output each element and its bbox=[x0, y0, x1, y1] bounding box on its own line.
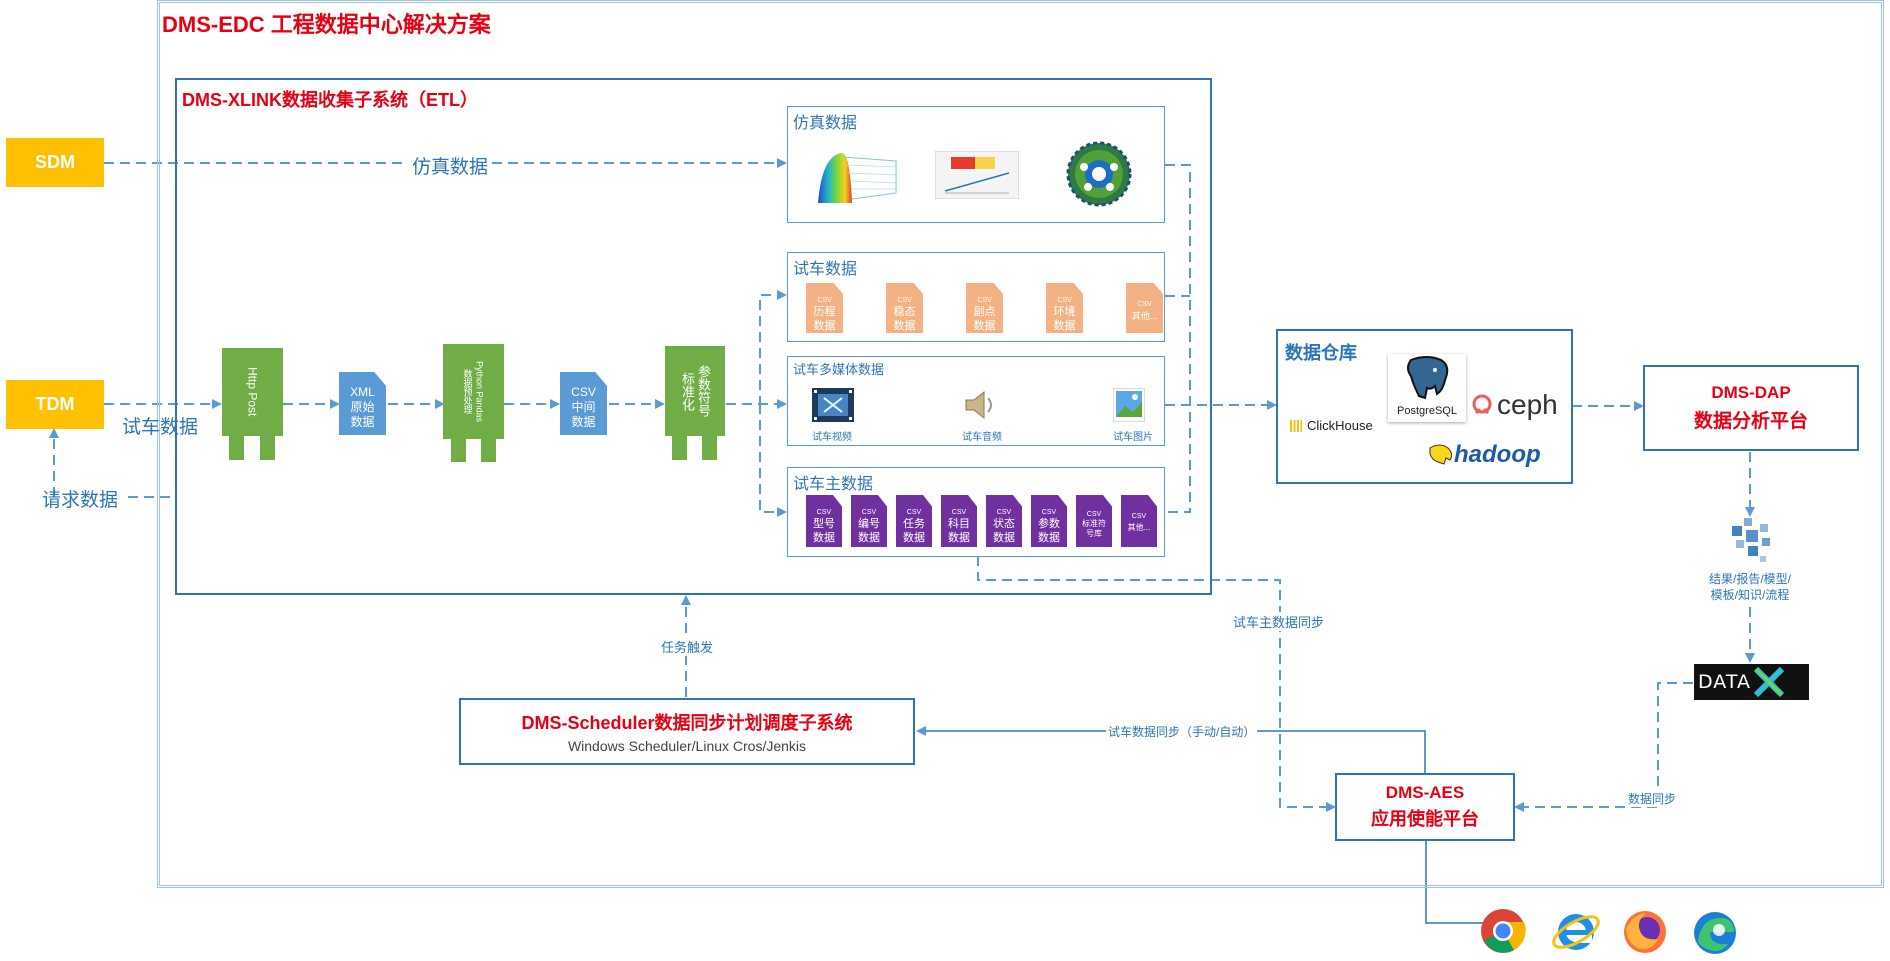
hadoop-logo: hadoop bbox=[1426, 443, 1541, 467]
simulation-plot-image bbox=[818, 153, 897, 203]
ceph-logo: ceph bbox=[1470, 391, 1558, 419]
ceph-icon bbox=[1472, 394, 1492, 415]
video-file-icon bbox=[812, 388, 854, 422]
edc-outer-frame bbox=[157, 0, 1884, 888]
sim-panel-title: 仿真数据 bbox=[793, 115, 858, 132]
pandas-block[interactable]: Python Pandas 数据预处理 bbox=[443, 344, 504, 462]
data-warehouse-box[interactable]: 数据仓库 ClickHouse PostgreSQL ceph hadoop bbox=[1276, 329, 1573, 484]
clickhouse-bars-icon bbox=[1290, 419, 1302, 432]
ie-browser-icon[interactable] bbox=[1550, 906, 1602, 956]
request-label: 请求数据 bbox=[42, 490, 119, 511]
test-sync-label: 试车数据同步（手动/自动） bbox=[1106, 723, 1258, 740]
postgresql-logo: PostgreSQL bbox=[1388, 354, 1466, 422]
simulation-chart-image bbox=[935, 151, 1019, 199]
xml-line-1: XML bbox=[350, 385, 375, 399]
datax-logo: DATA bbox=[1694, 664, 1809, 700]
master-sync-label: 试车主数据同步 bbox=[1233, 612, 1325, 631]
master-panel-title: 试车主数据 bbox=[793, 476, 874, 493]
main-title: DMS-EDC 工程数据中心解决方案 bbox=[162, 12, 491, 37]
aes-subtitle: 应用使能平台 bbox=[1371, 809, 1479, 829]
xml-line-3: 数据 bbox=[350, 415, 375, 429]
clickhouse-label: ClickHouse bbox=[1307, 418, 1373, 433]
firefox-browser-icon[interactable] bbox=[1622, 909, 1668, 955]
elephant-icon bbox=[1407, 356, 1449, 400]
standardize-line-2: 标准化 bbox=[680, 371, 695, 411]
test-panel-title: 试车数据 bbox=[793, 261, 858, 278]
sdm-source[interactable]: SDM bbox=[6, 138, 104, 187]
sim-data-panel: 仿真数据 bbox=[787, 106, 1165, 223]
results-label: 结果/报告/模型/ 模板/知识/流程 bbox=[1688, 571, 1812, 603]
standardize-block[interactable]: 参数符号 标准化 bbox=[665, 346, 725, 460]
hadoop-elephant-icon bbox=[1429, 444, 1453, 465]
test-doc-history[interactable]: CSV 历程数据 bbox=[806, 283, 843, 333]
media-data-panel: 试车多媒体数据 试车视频 试车音频 试车图片 bbox=[787, 356, 1165, 446]
tdm-label: TDM bbox=[35, 394, 75, 414]
results-line-2: 模板/知识/流程 bbox=[1710, 588, 1790, 602]
datax-label: DATA bbox=[1698, 671, 1751, 693]
xml-line-2: 原始 bbox=[350, 400, 375, 414]
csv-line-2: 中间 bbox=[571, 400, 596, 414]
task-trigger-label: 任务触发 bbox=[661, 637, 714, 656]
pandas-line-2: 数据预处理 bbox=[462, 368, 473, 414]
test-doc-steady[interactable]: CSV 稳态数据 bbox=[886, 283, 923, 333]
image-file-icon bbox=[1113, 388, 1145, 422]
image-label: 试车图片 bbox=[1113, 432, 1153, 443]
results-mosaic-icon bbox=[1732, 518, 1770, 562]
pandas-line-1: Python Pandas bbox=[474, 360, 485, 423]
dap-subtitle: 数据分析平台 bbox=[1693, 411, 1808, 432]
scheduler-subtitle: Windows Scheduler/Linux Cros/Jenkis bbox=[567, 738, 807, 754]
edge-browser-icon[interactable] bbox=[1692, 910, 1738, 956]
test-data-panel: 试车数据 CSV 历程数据 CSV 稳态数据 CSV 副点数据 CSV 环境数据… bbox=[787, 252, 1165, 342]
dap-title: DMS-DAP bbox=[1711, 383, 1791, 402]
csv-line-3: 数据 bbox=[571, 415, 596, 429]
test-doc-environment[interactable]: CSV 环境数据 bbox=[1046, 283, 1083, 333]
test-doc-other[interactable]: CSV 其他... bbox=[1126, 283, 1163, 333]
aes-platform-box[interactable]: DMS-AES 应用使能平台 bbox=[1335, 773, 1515, 841]
test-doc-point[interactable]: CSV 副点数据 bbox=[966, 283, 1003, 333]
results-line-1: 结果/报告/模型/ bbox=[1708, 572, 1791, 586]
sdm-flow-label: 仿真数据 bbox=[408, 152, 493, 179]
http-post-block[interactable]: Http Post bbox=[222, 348, 283, 460]
xml-raw-doc[interactable]: XML 原始 数据 bbox=[339, 372, 386, 435]
ceph-label: ceph bbox=[1497, 389, 1558, 420]
scheduler-title: DMS-Scheduler数据同步计划调度子系统 bbox=[521, 713, 853, 733]
tdm-source[interactable]: TDM bbox=[6, 380, 104, 429]
tdm-flow-label: 试车数据 bbox=[122, 417, 199, 438]
video-label: 试车视频 bbox=[812, 432, 852, 443]
sdm-label: SDM bbox=[35, 152, 75, 172]
csv-intermediate-doc[interactable]: CSV 中间 数据 bbox=[560, 372, 607, 435]
http-post-label: Http Post bbox=[245, 367, 260, 417]
csv-line-1: CSV bbox=[571, 385, 596, 399]
gear-model-image bbox=[1066, 141, 1132, 207]
datax-x-icon bbox=[1753, 667, 1785, 697]
media-panel-title: 试车多媒体数据 bbox=[793, 362, 885, 377]
postgresql-label: PostgreSQL bbox=[1397, 405, 1457, 417]
aes-title: DMS-AES bbox=[1385, 783, 1465, 802]
data-sync-label: 数据同步 bbox=[1628, 790, 1677, 807]
clickhouse-logo: ClickHouse bbox=[1290, 418, 1373, 433]
audio-label: 试车音频 bbox=[962, 432, 1002, 443]
warehouse-title: 数据仓库 bbox=[1285, 343, 1357, 363]
standardize-line-1: 参数符号 bbox=[696, 365, 711, 417]
dap-platform-box[interactable]: DMS-DAP 数据分析平台 bbox=[1643, 365, 1859, 451]
etl-title: DMS-XLINK数据收集子系统（ETL） bbox=[182, 90, 478, 110]
etl-frame bbox=[175, 78, 1212, 595]
hadoop-label: hadoop bbox=[1454, 441, 1541, 468]
audio-speaker-icon bbox=[965, 390, 992, 420]
chrome-browser-icon[interactable] bbox=[1480, 908, 1526, 954]
scheduler-box[interactable]: DMS-Scheduler数据同步计划调度子系统 Windows Schedul… bbox=[459, 698, 915, 765]
